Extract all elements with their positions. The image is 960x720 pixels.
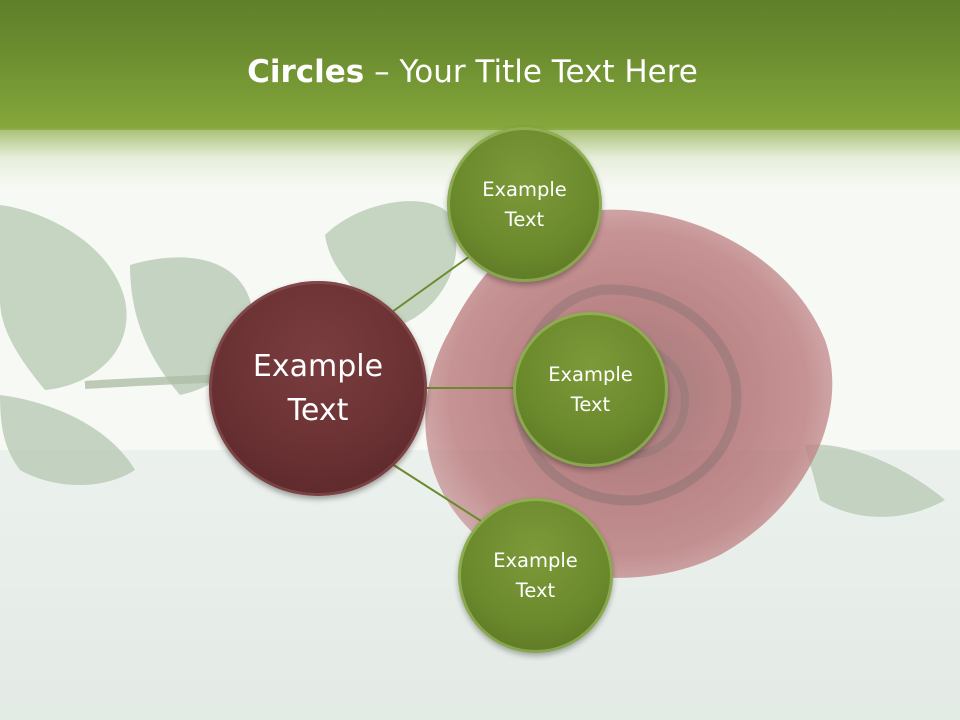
satellite-middle-line1: Example: [548, 362, 633, 386]
satellite-top-line2: Text: [504, 207, 545, 231]
satellite-middle-line2: Text: [570, 392, 611, 416]
title-banner: [0, 0, 960, 130]
satellite-circle-bottom[interactable]: Example Text: [458, 498, 613, 653]
center-circle[interactable]: Example Text: [209, 281, 427, 496]
center-circle-line2: Text: [287, 392, 349, 428]
satellite-circle-top[interactable]: Example Text: [447, 127, 602, 282]
slide-title[interactable]: Circles – Your Title Text Here: [0, 54, 945, 90]
satellite-bottom-line1: Example: [493, 548, 578, 572]
center-circle-line1: Example: [252, 348, 384, 384]
slide-title-bold: Circles: [247, 54, 365, 90]
connector-top: [391, 255, 471, 313]
satellite-bottom-line2: Text: [515, 578, 556, 602]
connector-bottom: [391, 463, 482, 522]
satellite-circle-middle[interactable]: Example Text: [513, 312, 668, 467]
slide-title-rest: – Your Title Text Here: [364, 54, 698, 90]
satellite-top-line1: Example: [482, 177, 567, 201]
